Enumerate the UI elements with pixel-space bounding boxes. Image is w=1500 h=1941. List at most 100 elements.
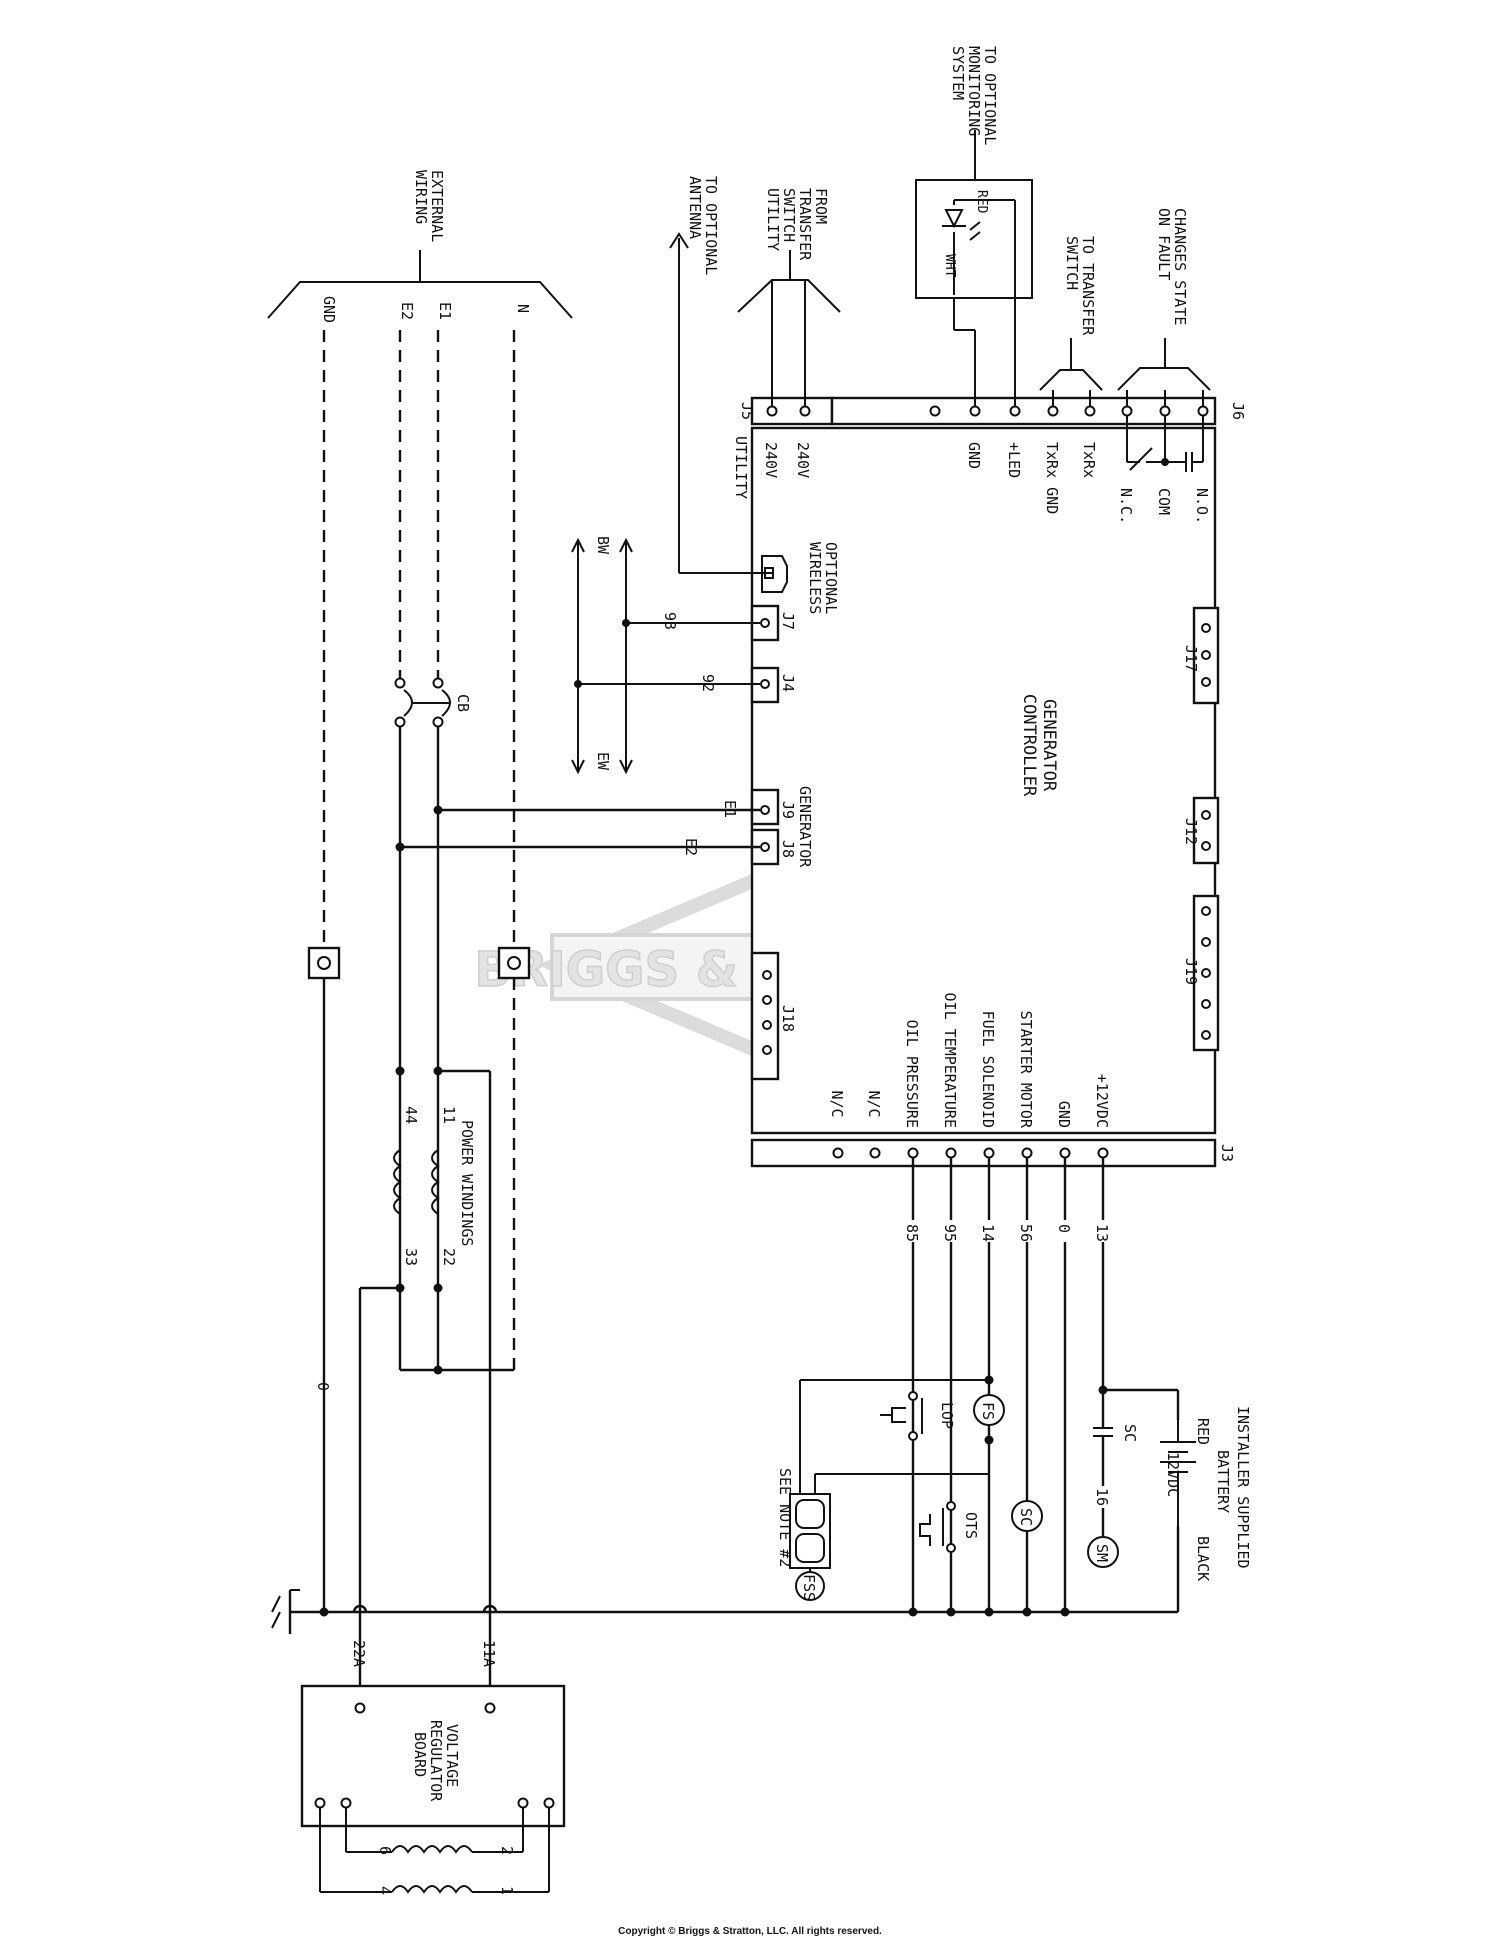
j17-label: J17 [1182,645,1200,672]
battery-voltage-label: 12VDC [1164,1452,1182,1497]
j5-pin-2 [799,405,811,417]
monitor-red-label: RED [974,190,989,214]
j6-pin-label-com: COM [1155,488,1173,515]
utility-feed: FROM TRANSFER SWITCH UTILITY [737,188,841,406]
antenna-lead: TO OPTIONAL ANTENNA [669,176,720,573]
j6-pin-label-txrx-gnd: TxRx GND [1043,442,1061,514]
svg-text:SWITCH: SWITCH [780,188,798,242]
wire-95-label: 95 [941,1224,959,1242]
j5-pin-label-240v-b: 240V [762,442,780,478]
j5-pin-label-240v-a: 240V [794,442,812,478]
j6-pin-label-led: +LED [1005,442,1023,478]
external-wiring-label: EXTERNAL [428,170,446,242]
wire-85-label: 85 [903,1224,921,1242]
j6-pin-com [1159,405,1171,417]
power-windings: POWER WINDINGS 44 11 33 22 [358,978,516,1604]
j6-pin-label-nc: N.C. [1117,488,1135,524]
j7-label: J7 [779,612,797,630]
fs-label: FS [979,1402,997,1420]
fss-label: FSS [800,1574,818,1601]
svg-text:BOARD: BOARD [411,1732,429,1777]
ots-label: OTS [962,1512,980,1539]
wire-44-label: 44 [402,1106,420,1124]
battery-black-label: BLACK [1194,1536,1212,1581]
j12-label: J12 [1182,818,1200,845]
j3-label: J3 [1218,1144,1236,1162]
j3-pin-label-starter-motor: STARTER MOTOR [1017,1011,1035,1129]
wire-e1-label: E1 [721,800,739,818]
j3-pin-nc-2 [869,1147,881,1159]
low-oil-pressure-switch: LOP [880,1391,956,1441]
wire-0-label: 0 [314,1382,332,1391]
wire-11a-label: 11A [480,1640,498,1667]
svg-text:SYSTEM: SYSTEM [949,46,967,100]
j5-pin-label-utility: UTILITY [732,436,750,499]
j6-pin-no [1197,405,1209,417]
installer-supplied-label: INSTALLER SUPPLIED [1234,1406,1252,1569]
svg-text:UTILITY: UTILITY [764,188,782,251]
j5-terminal-strip [750,396,834,426]
reg-4-label: 4 [376,1886,394,1895]
optional-wireless-module: OPTIONAL WIRELESS [679,542,840,614]
sc-label: SC [1017,1508,1035,1526]
generator-connector-label: GENERATOR [796,786,814,868]
wire-16-label: 16 [1093,1488,1111,1506]
oil-temperature-switch: OTS [919,1501,980,1553]
ext-e2-label: E2 [398,302,416,320]
j3-pin-oil-pressure [907,1147,919,1159]
fault-relay-contact [1126,416,1204,472]
see-note-label: SEE NOTE #2 [776,1468,794,1567]
bw-label: BW [594,536,612,555]
sc-diode-label: SC [1121,1424,1139,1442]
j12-connector [1192,796,1220,865]
monitoring-led-module: TO OPTIONAL MONITORING SYSTEM RED WHT [915,46,1033,406]
svg-text:REGULATOR: REGULATOR [427,1720,445,1802]
svg-text:CONTROLLER: CONTROLLER [1019,694,1039,797]
j3-pin-label-oil-pressure: OIL PRESSURE [903,1020,921,1128]
j5-label: J5 [738,402,756,420]
j6-pin-nc-1 [929,405,941,417]
monitoring-label: TO OPTIONAL [981,46,999,145]
wire-22a-label: 22A [350,1640,368,1667]
reg-2-label: 2 [498,1846,516,1855]
j5-pin-1 [766,405,778,417]
j3-pin-gnd [1059,1147,1071,1159]
j3-pin-label-nc-1: N/C [828,1090,846,1117]
fuel-shutoff-solenoid: FSS SEE NOTE #2 [776,1468,831,1601]
j6-pin-nc [1121,405,1133,417]
ext-e1-label: E1 [436,302,454,320]
j3-pin-nc-1 [832,1147,844,1159]
reg-6-label: 6 [376,1846,394,1855]
j6-pin-label-txrx: TxRx [1080,442,1098,478]
wire-22-label: 22 [440,1248,458,1266]
svg-text:GENERATOR: GENERATOR [1039,699,1059,792]
lop-label: LOP [938,1402,956,1429]
wire-56-label: 56 [1017,1224,1035,1242]
ext-gnd-label: GND [320,296,338,323]
j3-pin-label-gnd: GND [1055,1101,1073,1128]
wire-92-label: 92 [699,674,717,692]
svg-text:ANTENNA: ANTENNA [686,176,704,239]
j3-pin-starter-motor [1021,1147,1033,1159]
j3-terminal-strip [750,1138,1217,1168]
fuel-solenoid: FS [799,1375,1005,1494]
svg-text:TRANSFER: TRANSFER [796,188,814,261]
generator-controller-label: GENERATOR CONTROLLER [1019,694,1059,797]
external-wiring: EXTERNAL WIRING GND E2 E1 N [267,170,573,948]
antenna-label: TO OPTIONAL [702,176,720,275]
wire-14-label: 14 [979,1224,997,1242]
j4-label: J4 [779,674,797,692]
j6-terminal-strip [830,396,1217,426]
svg-text:OPTIONAL: OPTIONAL [822,542,840,614]
j19-label: J19 [1182,958,1200,985]
generator-controller-box [750,426,1217,1135]
generator-feeders: E1 E2 [395,727,760,1370]
ew-label: EW [594,752,612,771]
ext-n-label: N [514,304,532,313]
fault-output: CHANGES STATE ON FAULT [1117,208,1211,406]
svg-text:MONITORING: MONITORING [965,46,983,136]
j3-pin-12vdc [1097,1147,1109,1159]
changes-state-label: CHANGES STATE [1171,208,1189,325]
j3-pin-label-12vdc: +12VDC [1093,1074,1111,1128]
